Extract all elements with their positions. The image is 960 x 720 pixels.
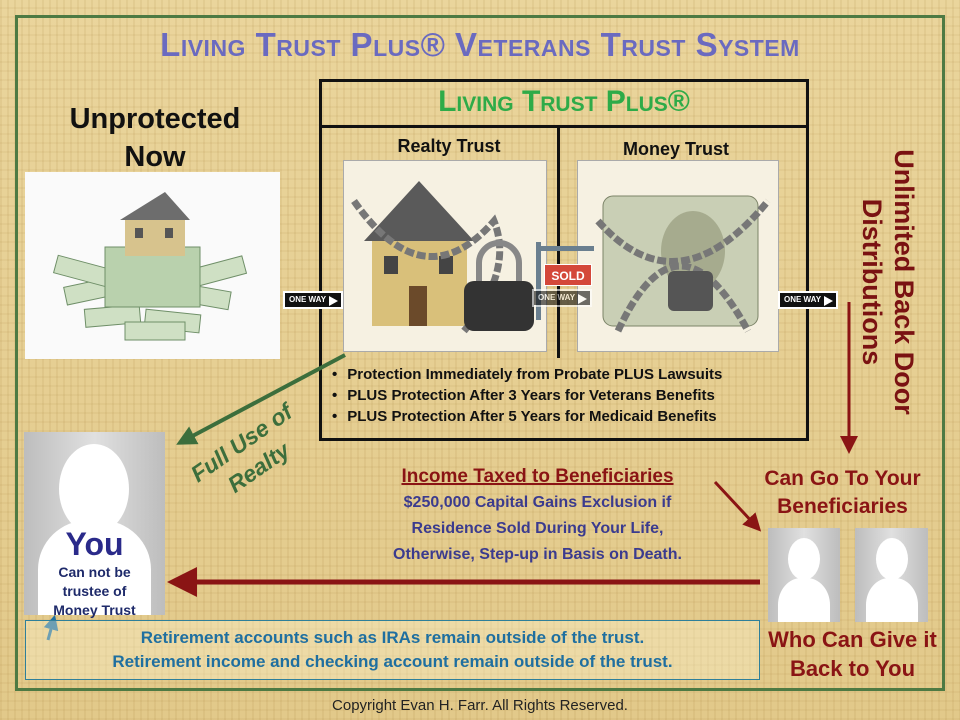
can-go-label: Can Go To Your Beneficiaries bbox=[764, 467, 921, 518]
protection-bullets: Protection Immediately from Probate PLUS… bbox=[332, 364, 722, 427]
you-label: You bbox=[65, 526, 124, 562]
beneficiary-avatar bbox=[855, 528, 928, 622]
one-way-sign: ONE WAY bbox=[778, 291, 838, 309]
income-line: $250,000 Capital Gains Exclusion if bbox=[403, 494, 672, 511]
income-section: Income Taxed to Beneficiaries $250,000 C… bbox=[330, 466, 745, 568]
bullet-item: PLUS Protection After 5 Years for Medica… bbox=[332, 406, 722, 427]
income-heading: Income Taxed to Beneficiaries bbox=[401, 466, 674, 487]
you-avatar bbox=[24, 432, 165, 615]
full-use-arrow bbox=[176, 353, 346, 445]
one-way-sign: ONE WAY bbox=[283, 291, 343, 309]
retirement-line: Retirement accounts such as IRAs remain … bbox=[140, 628, 645, 647]
living-trust-plus-box bbox=[319, 79, 809, 441]
you-note: Can not be trustee of Money Trust bbox=[53, 564, 136, 618]
one-way-sign: ONE WAY bbox=[532, 289, 592, 307]
who-can-give-label: Who Can Give it Back to You bbox=[768, 627, 937, 681]
income-line: Residence Sold During Your Life, bbox=[411, 520, 664, 537]
retirement-note-box: Retirement accounts such as IRAs remain … bbox=[25, 620, 760, 680]
you-text: You Can not be trustee of Money Trust bbox=[24, 528, 165, 620]
bullet-item: PLUS Protection After 3 Years for Vetera… bbox=[332, 385, 722, 406]
slide-title: Living Trust Plus® Veterans Trust System bbox=[160, 26, 800, 63]
sold-label: SOLD bbox=[544, 264, 592, 286]
copyright: Copyright Evan H. Farr. All Rights Reser… bbox=[332, 697, 628, 714]
bullet-item: Protection Immediately from Probate PLUS… bbox=[332, 364, 722, 385]
unprotected-heading: Unprotected Now bbox=[69, 103, 241, 173]
house-on-money-photo bbox=[25, 172, 280, 359]
income-line: Otherwise, Step-up in Basis on Death. bbox=[393, 546, 682, 563]
column-divider bbox=[557, 128, 560, 358]
living-trust-plus-heading: Living Trust Plus® bbox=[319, 79, 809, 128]
diagonal-arrow bbox=[713, 480, 762, 532]
money-trust-label: Money Trust bbox=[622, 139, 729, 159]
retirement-line: Retirement income and checking account r… bbox=[112, 652, 673, 671]
beneficiary-avatar bbox=[768, 528, 840, 622]
chained-money-image bbox=[577, 160, 779, 352]
slide-frame bbox=[15, 15, 945, 691]
sold-sign: SOLD bbox=[530, 242, 596, 320]
chained-house-image bbox=[343, 160, 547, 352]
realty-trust-label: Realty Trust bbox=[397, 136, 501, 156]
up-arrow bbox=[43, 614, 59, 641]
